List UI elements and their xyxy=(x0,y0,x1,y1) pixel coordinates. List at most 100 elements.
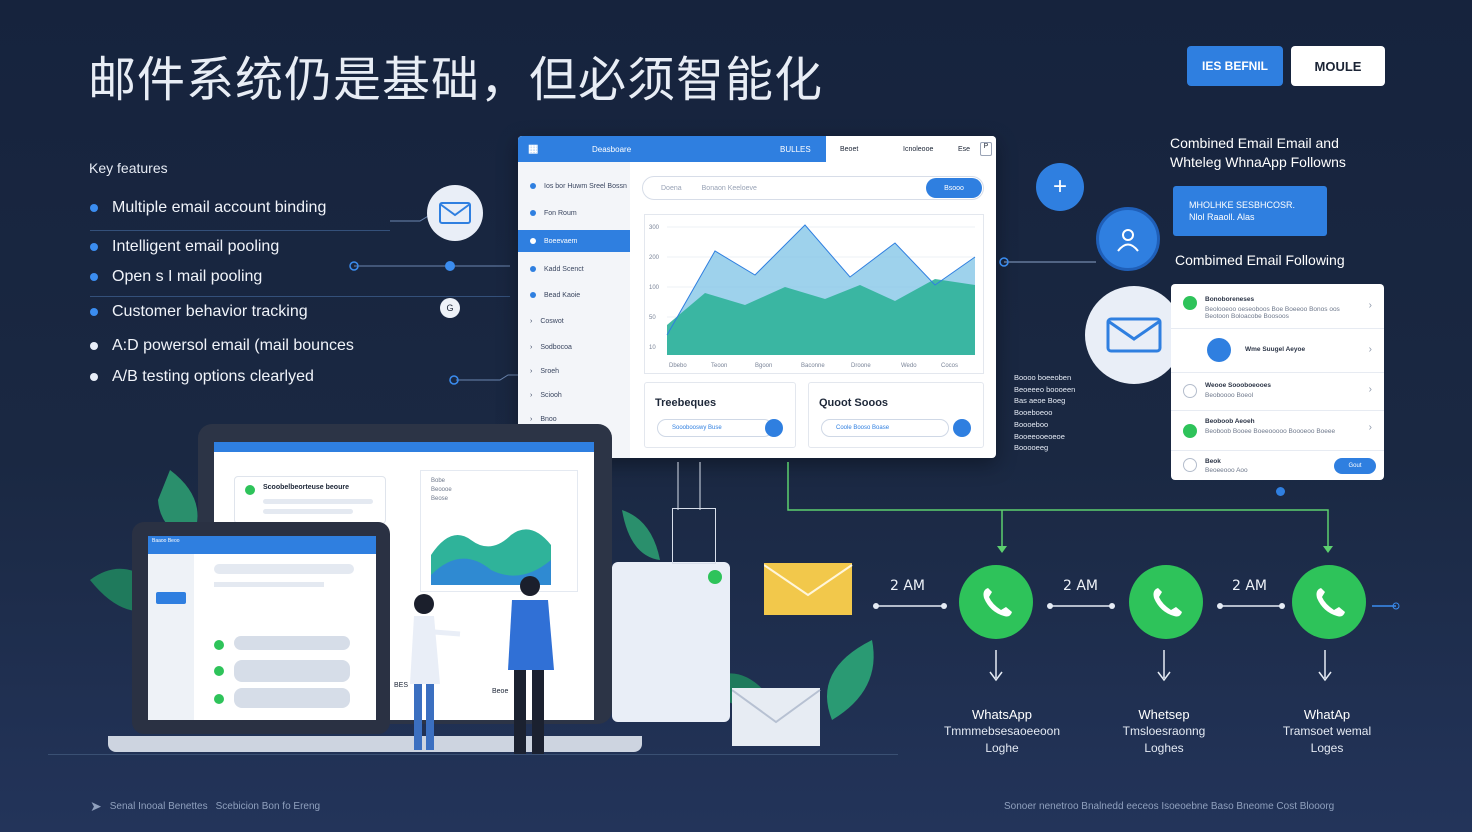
sidebar-item-header[interactable]: Ios bor Huwm Sreel Bossn xyxy=(518,170,630,202)
radio-icon[interactable] xyxy=(1183,458,1197,472)
module-button[interactable]: MOULE xyxy=(1291,46,1385,86)
tab-dashboard[interactable]: Deasboare xyxy=(592,145,632,154)
sidebar-item[interactable]: Bead Kaoie xyxy=(518,284,630,306)
phone-icon xyxy=(1153,588,1182,617)
search-input[interactable]: Doena Bonaon Keeloeve xyxy=(642,176,984,200)
chart-note: Beoooe xyxy=(431,487,452,493)
list-item[interactable]: Beoboob Aeoeh Beoboob Booee Boeeooooo Bo… xyxy=(1171,410,1384,451)
sidebar-item[interactable]: ›Sciooh xyxy=(518,384,630,406)
whatsapp-icon[interactable] xyxy=(1129,565,1203,639)
bullet-icon xyxy=(90,273,98,281)
feature-label: Open s I mail pooling xyxy=(112,268,263,285)
x-tick: Baconne xyxy=(801,363,825,369)
flow-subtitle: Tmsloesraonng xyxy=(1122,724,1206,738)
profile-icon[interactable]: P xyxy=(980,142,992,156)
status-icon xyxy=(214,694,224,704)
chevron-icon: › xyxy=(530,367,533,375)
list-action-button[interactable]: Gout xyxy=(1334,458,1376,474)
sidebar-item[interactable]: › Sroeh xyxy=(518,360,630,382)
footer-text: Senal Inooal Benettes xyxy=(109,801,208,812)
item-desc: Beolooeoo oeseoboos Boe Boeeoo Bonos oos… xyxy=(1205,306,1340,320)
sidebar-item-label: Bnoo xyxy=(540,415,557,423)
item-desc: Beoboob Booee Boeeooooo Boooeoo Boeee xyxy=(1205,428,1336,435)
chevron-icon: › xyxy=(530,317,533,325)
send-icon: ➤ xyxy=(90,798,102,814)
feature-label: Intelligent email pooling xyxy=(112,238,280,255)
bullet-icon xyxy=(530,238,536,244)
list-item[interactable]: Beok Beoeeooo Aoo Gout xyxy=(1171,450,1384,480)
arrow-icon[interactable] xyxy=(953,419,971,437)
feature-label: A:D powersol email (mail bounces xyxy=(112,337,354,354)
laptop-card[interactable]: Scoobelbeorteuse beoure xyxy=(234,476,386,524)
mail-icon xyxy=(439,202,471,224)
flow-subtitle: Tramsoet wemal xyxy=(1282,724,1372,738)
feature-item: Multiple email account binding xyxy=(90,199,326,217)
sidebar-item[interactable]: ›Sodbocoa xyxy=(518,336,630,358)
time-label: 2 AM xyxy=(890,578,926,594)
email-big-circle[interactable] xyxy=(1085,286,1183,384)
sidebar-item-label: Kadd Scenct xyxy=(544,265,584,273)
sidebar-item-active[interactable]: Boeevaem xyxy=(518,230,630,252)
info-box[interactable]: MHOLHKE SESBHCOSR.Nlol Raaoll. Alas xyxy=(1173,186,1327,236)
whatsapp-icon[interactable] xyxy=(959,565,1033,639)
laptop-footer-label: BES xyxy=(394,682,409,689)
list-item[interactable]: Bonoboreneses Beolooeoo oeseoboos Boe Bo… xyxy=(1171,284,1384,329)
sidebar-item-label: Sroeh xyxy=(540,367,560,375)
connector-line xyxy=(999,257,1096,267)
radio-icon[interactable] xyxy=(1183,384,1197,398)
flow-line xyxy=(873,602,1400,610)
email-circle[interactable] xyxy=(427,185,483,241)
tablet-topbar: Baaoo Beoo xyxy=(148,536,376,554)
feature-item: Open s I mail pooling xyxy=(90,268,262,286)
note-line: Booeeooeoeoe xyxy=(1014,431,1065,441)
chevron-right-icon: › xyxy=(1368,422,1372,433)
logo-icon: ▦ xyxy=(528,143,539,155)
item-title: Beok xyxy=(1205,458,1221,465)
people-illustration xyxy=(410,576,554,754)
top-link[interactable]: Ese xyxy=(958,146,971,153)
card-pill[interactable]: Sooobooswy Buse xyxy=(657,419,773,437)
list-item[interactable]: Weooe Soooboeooes Beoboooo Boeol › xyxy=(1171,372,1384,411)
top-link[interactable]: Icnoleooe xyxy=(903,146,934,153)
item-title: Wme Suugel Aeyoe xyxy=(1245,346,1306,353)
top-link[interactable]: Beoet xyxy=(840,146,859,153)
feature-label: Customer behavior tracking xyxy=(112,303,308,320)
stat-card[interactable]: Quoot Sooos Coole Booso Boase xyxy=(808,382,984,448)
tab-bulles[interactable]: BULLES xyxy=(780,145,811,154)
arrow-icon[interactable] xyxy=(765,419,783,437)
tablet-nav-active[interactable] xyxy=(156,592,186,604)
feature-label: Multiple email account binding xyxy=(112,199,327,216)
flow-subtitle: Loghes xyxy=(1144,741,1184,755)
heading-line: Combined Email Email and xyxy=(1170,135,1339,151)
tablet-title: Baaoo Beoo xyxy=(152,538,180,544)
x-tick: Droone xyxy=(851,363,871,369)
whatsapp-icon[interactable] xyxy=(1292,565,1366,639)
dashboard-topbar-blue: ▦ Deasboare BULLES xyxy=(518,136,826,162)
search-button[interactable]: Bsooo xyxy=(926,178,982,198)
feature-item: A/B testing options clearlyed xyxy=(90,368,314,386)
primary-button[interactable]: IES BEFNIL xyxy=(1187,46,1283,86)
sidebar-item-label: Sodbocoa xyxy=(540,343,572,351)
list-item[interactable]: Wme Suugel Aeyoe › xyxy=(1171,328,1384,373)
sidebar-item[interactable]: ›Bnoo xyxy=(518,408,630,430)
sidebar-item[interactable]: Kadd Scenct xyxy=(518,258,630,280)
item-title: Bonoboreneses xyxy=(1205,296,1255,303)
user-icon xyxy=(1117,229,1139,252)
sidebar-item[interactable]: ›Coswot xyxy=(518,310,630,332)
tablet-row xyxy=(234,636,350,650)
status-icon xyxy=(214,640,224,650)
note-line: Boooo boeeoben xyxy=(1014,373,1072,382)
flow-label: Whetsep Tmsloesraonng Loghes xyxy=(1094,706,1234,757)
right-subheading: Combimed Email Following xyxy=(1175,252,1345,268)
bullet-icon xyxy=(90,204,98,212)
stat-card[interactable]: Treebeques Sooobooswy Buse xyxy=(644,382,796,448)
flow-connectors xyxy=(677,462,1333,553)
y-tick: 200 xyxy=(649,255,660,261)
tablet-row xyxy=(234,660,350,682)
placeholder-line xyxy=(263,509,353,514)
card-pill[interactable]: Coole Booso Boase xyxy=(821,419,949,437)
sidebar-item[interactable]: Fon Roum xyxy=(518,202,630,224)
add-button[interactable]: + xyxy=(1036,163,1084,211)
user-circle[interactable] xyxy=(1096,207,1160,271)
sidebar-item-label: Ios bor Huwm Sreel Bossn xyxy=(544,182,627,190)
